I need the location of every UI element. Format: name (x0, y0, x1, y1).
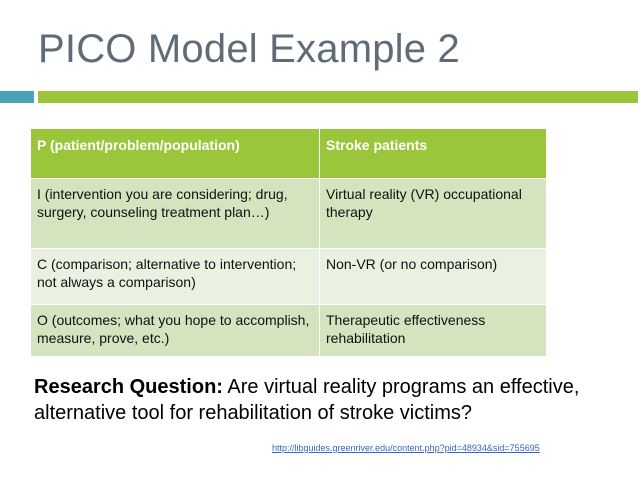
table-cell-value: Stroke patients (319, 128, 547, 179)
table-row: O (outcomes; what you hope to accomplish… (30, 304, 547, 357)
table-row: I (intervention you are considering; dru… (30, 178, 547, 249)
table-header-row: P (patient/problem/population) Stroke pa… (30, 128, 547, 179)
accent-bar-teal (0, 91, 34, 103)
accent-bar-green (38, 91, 638, 103)
table-cell-label: C (comparison; alternative to interventi… (30, 248, 320, 305)
research-question: Research Question: Are virtual reality p… (34, 374, 634, 426)
table-cell-label: I (intervention you are considering; dru… (30, 178, 320, 249)
table-cell-value: Non-VR (or no comparison) (319, 248, 547, 305)
table-cell-label: O (outcomes; what you hope to accomplish… (30, 304, 320, 357)
research-question-text: Are virtual reality programs an effectiv… (34, 376, 580, 424)
research-question-lead: Research Question: (34, 376, 223, 398)
source-link[interactable]: http://libguides.greenriver.edu/content.… (272, 443, 540, 453)
table-cell-value: Virtual reality (VR) occupational therap… (319, 178, 547, 249)
table-row: C (comparison; alternative to interventi… (30, 248, 547, 305)
table-cell-value: Therapeutic effectiveness rehabilitation (319, 304, 547, 357)
pico-table: P (patient/problem/population) Stroke pa… (30, 128, 547, 357)
slide-title: PICO Model Example 2 (38, 27, 460, 71)
table-cell-label: P (patient/problem/population) (30, 128, 320, 179)
